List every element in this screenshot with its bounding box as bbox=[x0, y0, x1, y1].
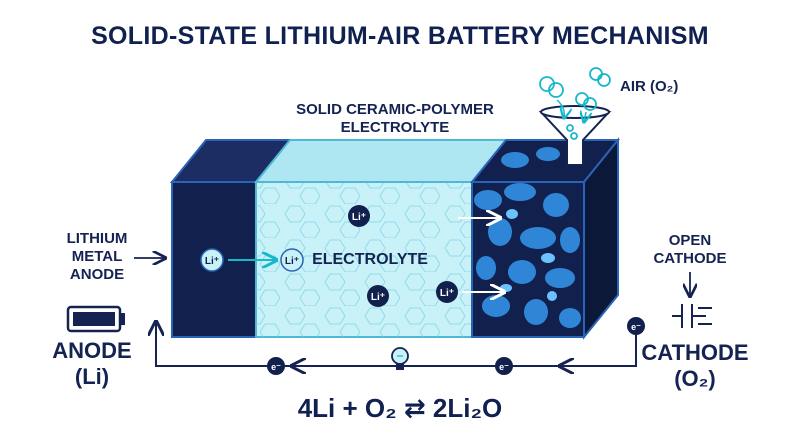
center-electrolyte-label: ELECTROLYTE bbox=[312, 251, 428, 268]
oxygen-molecules bbox=[539, 67, 611, 140]
lithium-ion-label: Li⁺ bbox=[371, 292, 385, 303]
lithium-ion-label: Li⁺ bbox=[440, 288, 454, 299]
lithium-ion-4: Li⁺ bbox=[367, 285, 389, 307]
lithium-ion-1: Li⁺ bbox=[200, 248, 224, 272]
electron-2: e⁻ bbox=[495, 357, 513, 375]
reaction-equation: 4Li + O₂ ⇄ 2Li₂O bbox=[297, 393, 503, 423]
electron-3: e⁻ bbox=[267, 357, 285, 375]
electron-label: e⁻ bbox=[271, 362, 281, 372]
air-label: AIR (O₂) bbox=[620, 78, 679, 95]
battery-icon bbox=[66, 305, 125, 333]
electron-1: e⁻ bbox=[627, 317, 645, 335]
lithium-metal-anode-label: LITHIUM METAL ANODE bbox=[66, 230, 128, 283]
lithium-ion-label: Li⁺ bbox=[352, 212, 366, 223]
lithium-ion-3: Li⁺ bbox=[348, 205, 370, 227]
open-cathode-symbol bbox=[672, 304, 712, 328]
electron-label: e⁻ bbox=[631, 322, 641, 332]
lithium-ion-label: Li⁺ bbox=[205, 256, 219, 267]
lithium-ion-label: Li⁺ bbox=[285, 256, 299, 267]
page-title: SOLID-STATE LITHIUM-AIR BATTERY MECHANIS… bbox=[91, 22, 709, 50]
electrolyte-top bbox=[253, 139, 509, 183]
cathode-side bbox=[583, 137, 619, 340]
lithium-ion-5: Li⁺ bbox=[436, 281, 458, 303]
lithium-ion-2: Li⁺ bbox=[280, 248, 304, 272]
electrolyte-label: SOLID CERAMIC-POLYMER ELECTROLYTE bbox=[296, 101, 494, 136]
porous-cathode bbox=[474, 147, 581, 328]
electron-label: e⁻ bbox=[499, 362, 509, 372]
cathode-label: CATHODE (O₂) bbox=[641, 340, 749, 392]
lightbulb-icon bbox=[391, 347, 409, 370]
anode-label: ANODE (Li) bbox=[52, 338, 132, 390]
open-cathode-label: OPEN CATHODE bbox=[653, 232, 727, 267]
